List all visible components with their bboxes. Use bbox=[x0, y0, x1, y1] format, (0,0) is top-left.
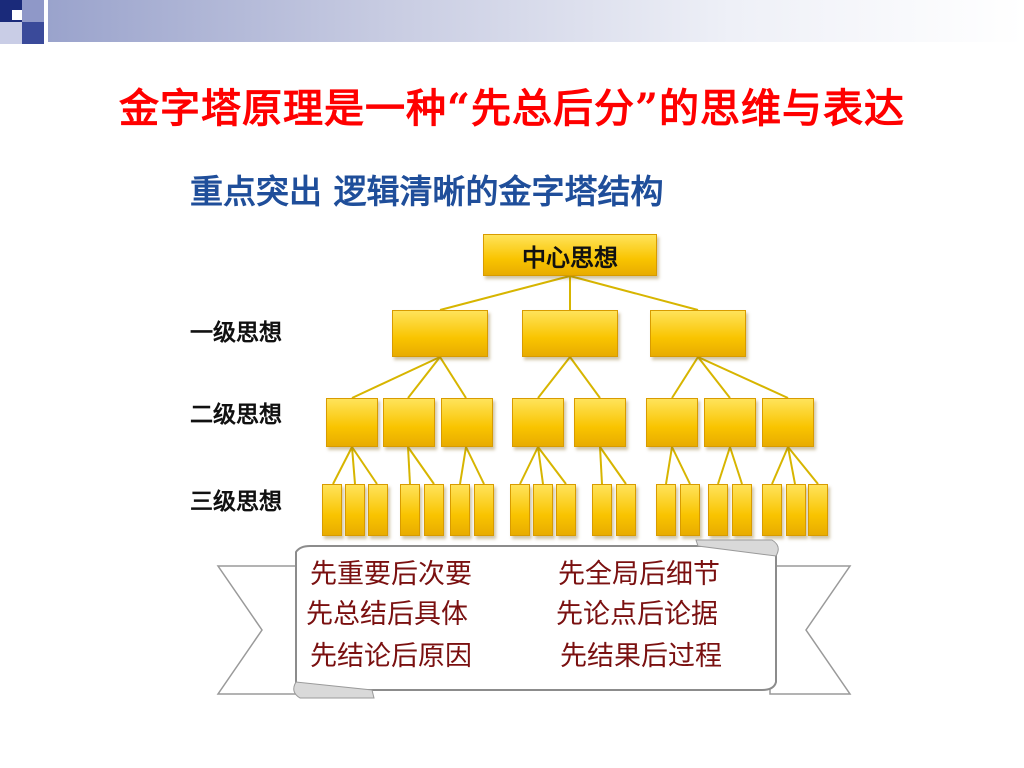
level3-box bbox=[786, 484, 806, 536]
level3-box bbox=[510, 484, 530, 536]
level3-box bbox=[424, 484, 444, 536]
level2-box bbox=[704, 398, 756, 447]
level1-box bbox=[650, 310, 746, 357]
level2-box bbox=[512, 398, 564, 447]
level2-box bbox=[646, 398, 698, 447]
level2-box bbox=[326, 398, 378, 447]
principle-text: 先结论后原因 bbox=[310, 641, 472, 672]
level3-box bbox=[762, 484, 782, 536]
level-label-1: 一级思想 bbox=[190, 320, 282, 346]
center-idea-label: 中心思想 bbox=[522, 243, 618, 272]
level3-box bbox=[533, 484, 553, 536]
level3-box bbox=[732, 484, 752, 536]
corner-square-small bbox=[12, 10, 22, 20]
level3-box bbox=[400, 484, 420, 536]
principle-text: 先结果后过程 bbox=[560, 641, 722, 672]
level3-box bbox=[656, 484, 676, 536]
principle-text: 先全局后细节 bbox=[558, 559, 720, 590]
level2-box bbox=[383, 398, 435, 447]
level3-box bbox=[592, 484, 612, 536]
level3-box bbox=[808, 484, 828, 536]
level3-box bbox=[616, 484, 636, 536]
level1-box bbox=[392, 310, 488, 357]
principle-text: 先总结后具体 bbox=[306, 599, 468, 630]
principle-text: 先论点后论据 bbox=[556, 599, 718, 630]
center-idea-box: 中心思想 bbox=[483, 234, 657, 276]
level2-box bbox=[441, 398, 493, 447]
corner-square-light bbox=[22, 0, 44, 22]
diagram-title: 重点突出 逻辑清晰的金字塔结构 bbox=[190, 172, 664, 211]
level3-box bbox=[450, 484, 470, 536]
level3-box bbox=[708, 484, 728, 536]
level3-box bbox=[474, 484, 494, 536]
level2-box bbox=[574, 398, 626, 447]
level3-box bbox=[680, 484, 700, 536]
corner-square-mid bbox=[22, 22, 44, 44]
level-label-2: 二级思想 bbox=[190, 402, 282, 428]
principle-text: 先重要后次要 bbox=[310, 559, 472, 590]
level3-box bbox=[345, 484, 365, 536]
level3-box bbox=[368, 484, 388, 536]
level1-box bbox=[522, 310, 618, 357]
page-title: 金字塔原理是一种“先总后分”的思维与表达 bbox=[118, 85, 905, 132]
level3-box bbox=[556, 484, 576, 536]
level-label-3: 三级思想 bbox=[190, 489, 282, 515]
corner-square-pale bbox=[0, 22, 22, 44]
level3-box bbox=[322, 484, 342, 536]
header-gradient-bar bbox=[48, 0, 1024, 42]
level2-box bbox=[762, 398, 814, 447]
